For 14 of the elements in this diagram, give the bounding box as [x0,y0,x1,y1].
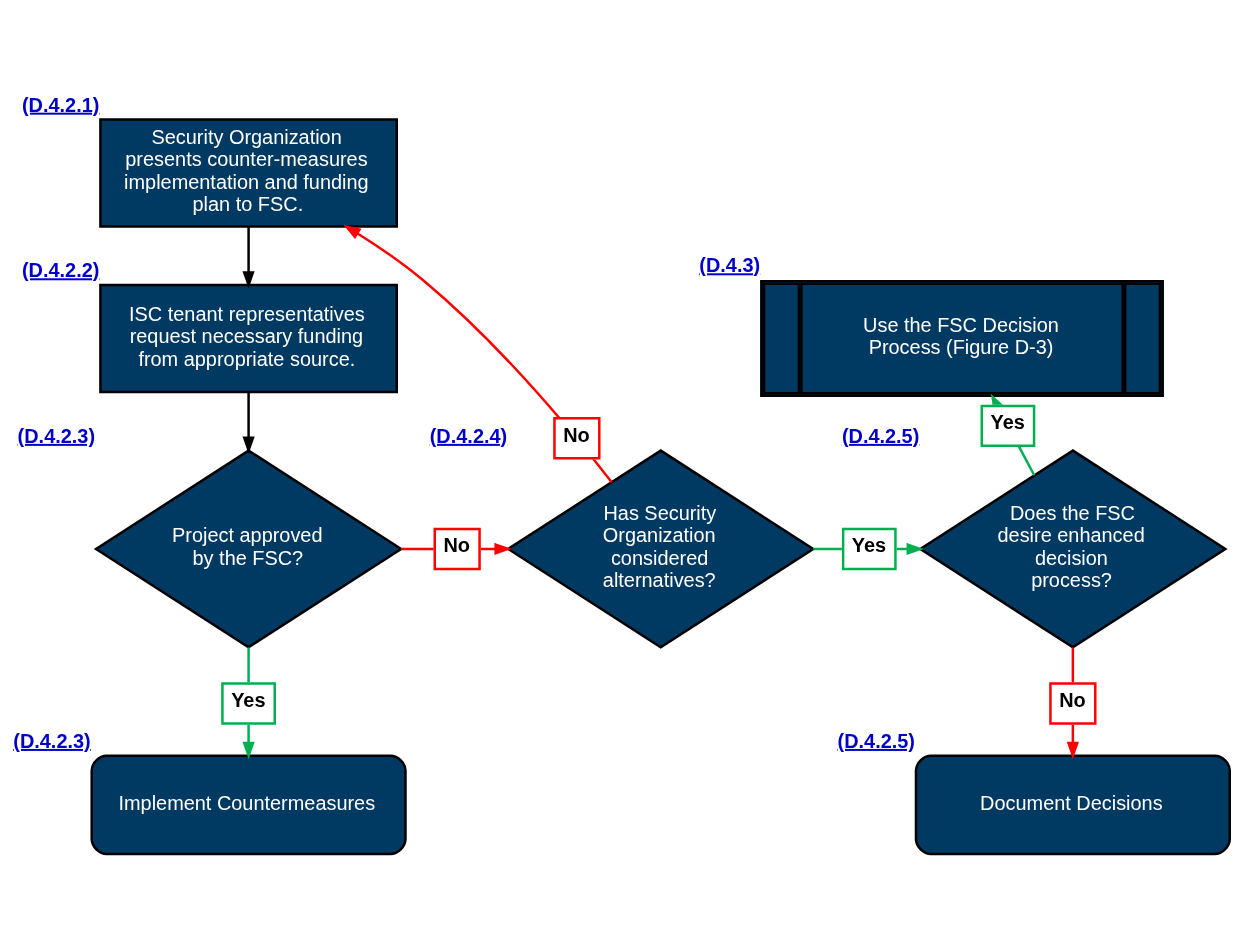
node-label: (D.4.2.4) [429,424,508,447]
node-label: (D.4.3) [699,254,761,277]
edge-label: Yes [231,688,266,711]
edge-label: No [563,423,590,446]
node-label: (D.4.2.3) [17,424,96,447]
node-label: (D.4.2.5) [837,729,915,752]
node-label: (D.4.2.3) [13,729,91,752]
edge-label: Yes [990,411,1025,434]
node-label: (D.4.2.2) [21,259,100,282]
edge-label: No [1059,688,1086,711]
edge-label: No [443,534,471,557]
node-label: (D.4.2.1) [21,93,100,116]
node-label: (D.4.2.5) [841,424,920,447]
edge-label: Yes [851,534,887,557]
